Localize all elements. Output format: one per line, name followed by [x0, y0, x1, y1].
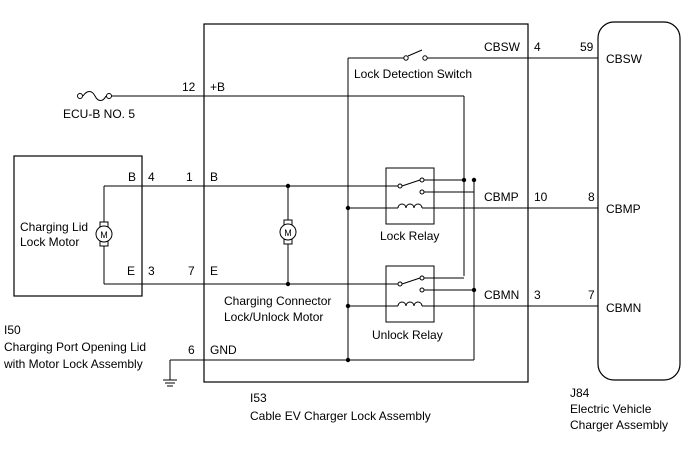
i53-pin-cbsw-num: 4 [534, 40, 541, 54]
junction-lock-coil [345, 205, 351, 211]
j84-pin-cbmp-num: 8 [588, 190, 595, 204]
i50-pin-b-name: B [128, 170, 136, 184]
j84-pin-cbsw-num: 59 [580, 40, 594, 54]
fuse-icon [77, 91, 112, 101]
lock-detection-switch-icon [403, 49, 428, 61]
j84-pin-cbsw-name: CBSW [606, 52, 643, 66]
i53-pin-cbmn-num: 3 [534, 288, 541, 302]
lock-relay-coil-icon [397, 203, 423, 209]
i50-pin-b-num: 4 [148, 170, 155, 184]
ground-icon [163, 379, 177, 387]
i53-pin-b-num: 1 [186, 170, 193, 184]
lock-relay-box [385, 167, 435, 225]
lock-detection-switch-label: Lock Detection Switch [354, 67, 472, 81]
junction-gnd [345, 357, 351, 363]
i50-pin-e-name: E [127, 264, 135, 278]
i53-motor-symbol: M [284, 228, 292, 238]
i50-motor-icon [95, 225, 113, 243]
i50-name-line1: Charging Port Opening Lid [4, 340, 146, 354]
i53-pin-cbsw-name: CBSW [484, 40, 521, 54]
i53-pin-cbmp-name: CBMP [484, 190, 519, 204]
i53-motor-label-line1: Charging Connector [224, 294, 331, 308]
junction-unlock-coil [345, 303, 351, 309]
j84-name-line2: Charger Assembly [570, 418, 668, 432]
i50-name-line2: with Motor Lock Assembly [3, 357, 143, 371]
i53-pin-plus-b-num: 12 [182, 80, 196, 94]
i50-motor-label-line1: Charging Lid [20, 220, 88, 234]
j84-box [597, 21, 681, 381]
unlock-relay-contact-icon [386, 275, 425, 293]
lock-relay-label: Lock Relay [380, 229, 439, 243]
i53-id: I53 [250, 391, 267, 405]
j84-pin-cbmn-num: 7 [588, 288, 595, 302]
j84-name-line1: Electric Vehicle [570, 402, 652, 416]
i53-pin-e-name: E [210, 264, 218, 278]
j84-id: J84 [570, 386, 590, 400]
unlock-relay-box [385, 265, 435, 323]
i50-motor-label-line2: Lock Motor [20, 235, 79, 249]
i53-pin-cbmp-num: 10 [534, 190, 548, 204]
i53-pin-gnd-num: 6 [188, 343, 195, 357]
i50-id: I50 [4, 323, 21, 337]
i50-motor-symbol: M [100, 230, 108, 240]
unlock-relay-label: Unlock Relay [372, 328, 443, 342]
i53-pin-gnd-name: GND [210, 343, 237, 357]
junction-lock-relay-no [471, 177, 477, 183]
i53-name: Cable EV Charger Lock Assembly [250, 409, 431, 423]
i53-pin-b-name: B [210, 170, 218, 184]
i53-motor-label-line2: Lock/Unlock Motor [224, 310, 323, 324]
j84-pin-cbmp-name: CBMP [606, 202, 641, 216]
i53-motor-icon [279, 223, 297, 241]
i53-pin-cbmn-name: CBMN [484, 288, 519, 302]
fuse-label: ECU-B NO. 5 [63, 107, 135, 121]
i53-pin-e-num: 7 [188, 264, 195, 278]
i50-box [13, 155, 143, 297]
i50-pin-e-num: 3 [148, 264, 155, 278]
j84-pin-cbmn-name: CBMN [606, 301, 641, 315]
unlock-relay-coil-icon [397, 301, 423, 307]
i53-pin-plus-b-name: +B [210, 80, 225, 94]
junction-lock-relay-nc [461, 177, 467, 183]
